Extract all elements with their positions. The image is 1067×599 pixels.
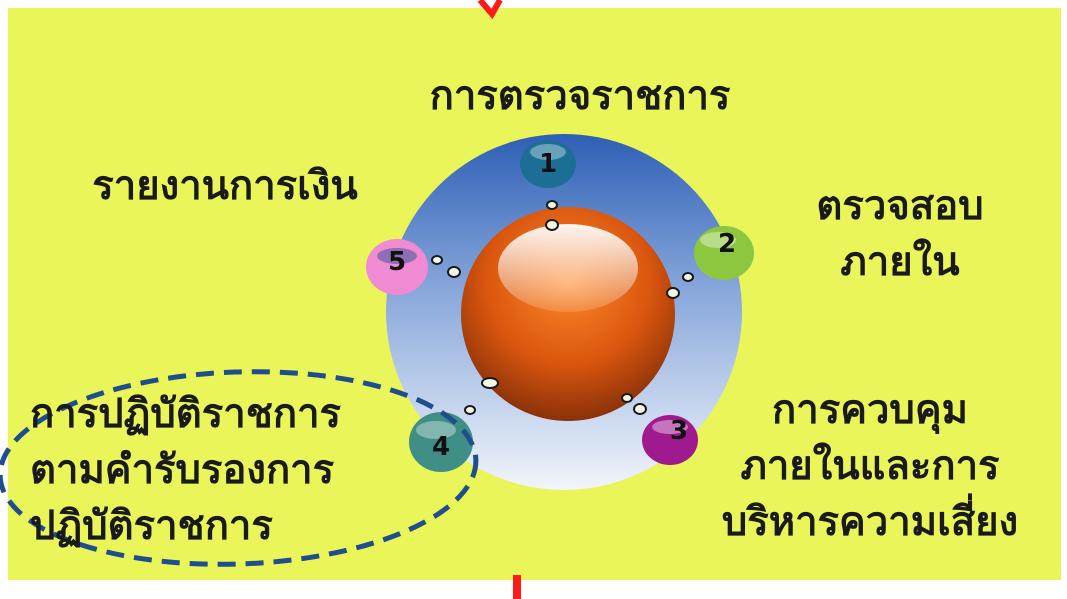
- dashed-highlight-ellipse: [0, 369, 479, 567]
- node-2-number: 2: [718, 229, 736, 259]
- sphere-highlight: [498, 224, 638, 312]
- connector-dots: [431, 200, 694, 415]
- red-arrow-top-mark: [477, 0, 503, 20]
- node-1-number: 1: [539, 149, 557, 179]
- node-4: 4: [409, 412, 473, 472]
- label-3-line-2: ภายในและการ: [740, 443, 1000, 489]
- node-1: 1: [520, 140, 576, 188]
- label-4-line-1: การปฏิบัติราชการ: [30, 391, 342, 437]
- node-3: 3: [642, 415, 698, 465]
- label-2: ตรวจสอบ ภายใน: [770, 178, 1030, 290]
- node-2: 2: [694, 226, 754, 280]
- label-4-line-2: ตามคำรับรองการ: [30, 447, 335, 493]
- label-2-line-1: ตรวจสอบ: [816, 183, 984, 229]
- label-4-line-3: ปฏิบัติราชการ: [30, 503, 273, 549]
- label-5: รายงานการเงิน: [92, 163, 358, 209]
- node-5: 5: [366, 239, 428, 295]
- red-bar-bottom-mark: [513, 575, 521, 599]
- label-3: การควบคุม ภายในและการ บริหารความเสี่ยง: [690, 382, 1050, 550]
- label-1: การตรวจราชการ: [429, 73, 731, 119]
- label-3-line-1: การควบคุม: [772, 387, 968, 433]
- node-3-number: 3: [670, 416, 688, 446]
- node-5-number: 5: [388, 247, 406, 277]
- label-4: การปฏิบัติราชการ ตามคำรับรองการ ปฏิบัติร…: [30, 386, 410, 554]
- label-2-line-2: ภายใน: [840, 239, 960, 285]
- label-3-line-3: บริหารความเสี่ยง: [721, 499, 1019, 545]
- node-4-number: 4: [432, 432, 450, 462]
